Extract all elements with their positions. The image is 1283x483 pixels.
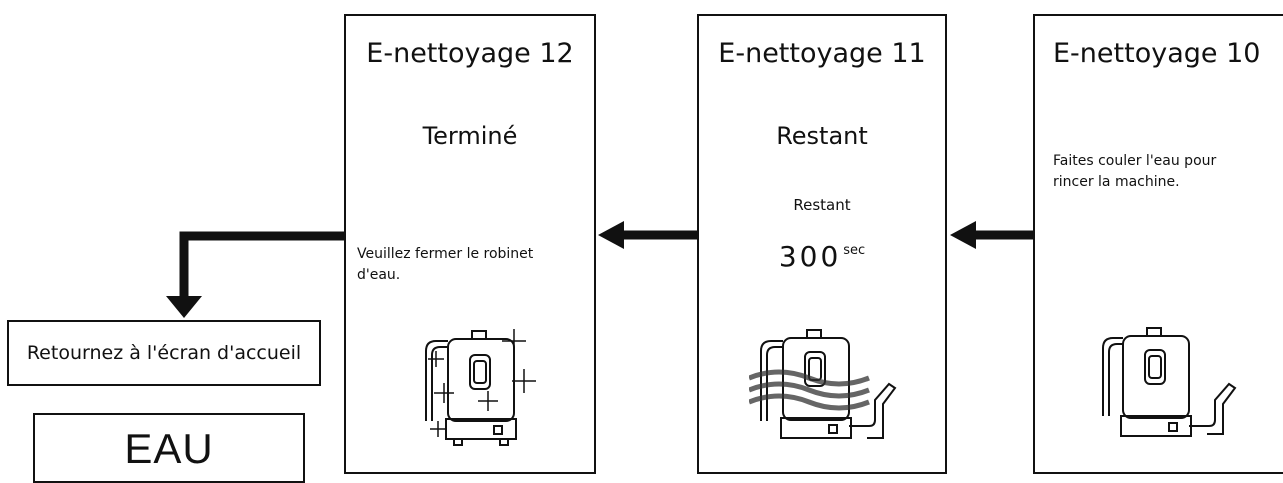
eau-kangen-logo: EAU KANGEN bbox=[33, 413, 305, 483]
panel-e-nettoyage-12: E-nettoyage 12 Terminé Veuillez fermer l… bbox=[344, 14, 596, 474]
machine-with-faucet-icon bbox=[1102, 327, 1237, 437]
timer-value: 300 bbox=[778, 240, 842, 273]
panel-title: E-nettoyage 11 bbox=[718, 38, 926, 69]
flow-arrow-to-home bbox=[166, 221, 1034, 318]
remaining-label: Restant bbox=[793, 196, 851, 214]
panel-status-heading: Terminé bbox=[422, 122, 518, 150]
panel-instruction-text: Faites couler l'eau pour rincer la machi… bbox=[1053, 153, 1217, 190]
sparkling-machine-icon bbox=[425, 329, 536, 446]
timer-unit: sec bbox=[843, 243, 866, 258]
panel-title: E-nettoyage 12 bbox=[366, 38, 574, 69]
panel-instruction-text: Veuillez fermer le robinet d'eau. bbox=[357, 246, 534, 283]
panel-status-heading: Restant bbox=[776, 122, 868, 150]
panel-e-nettoyage-10: E-nettoyage 10 Faites couler l'eau pour … bbox=[1033, 14, 1283, 474]
return-home-button[interactable]: Retournez à l'écran d'accueil bbox=[7, 320, 321, 386]
panel-title: E-nettoyage 10 bbox=[1053, 38, 1261, 69]
rinsing-machine-icon bbox=[749, 329, 897, 439]
